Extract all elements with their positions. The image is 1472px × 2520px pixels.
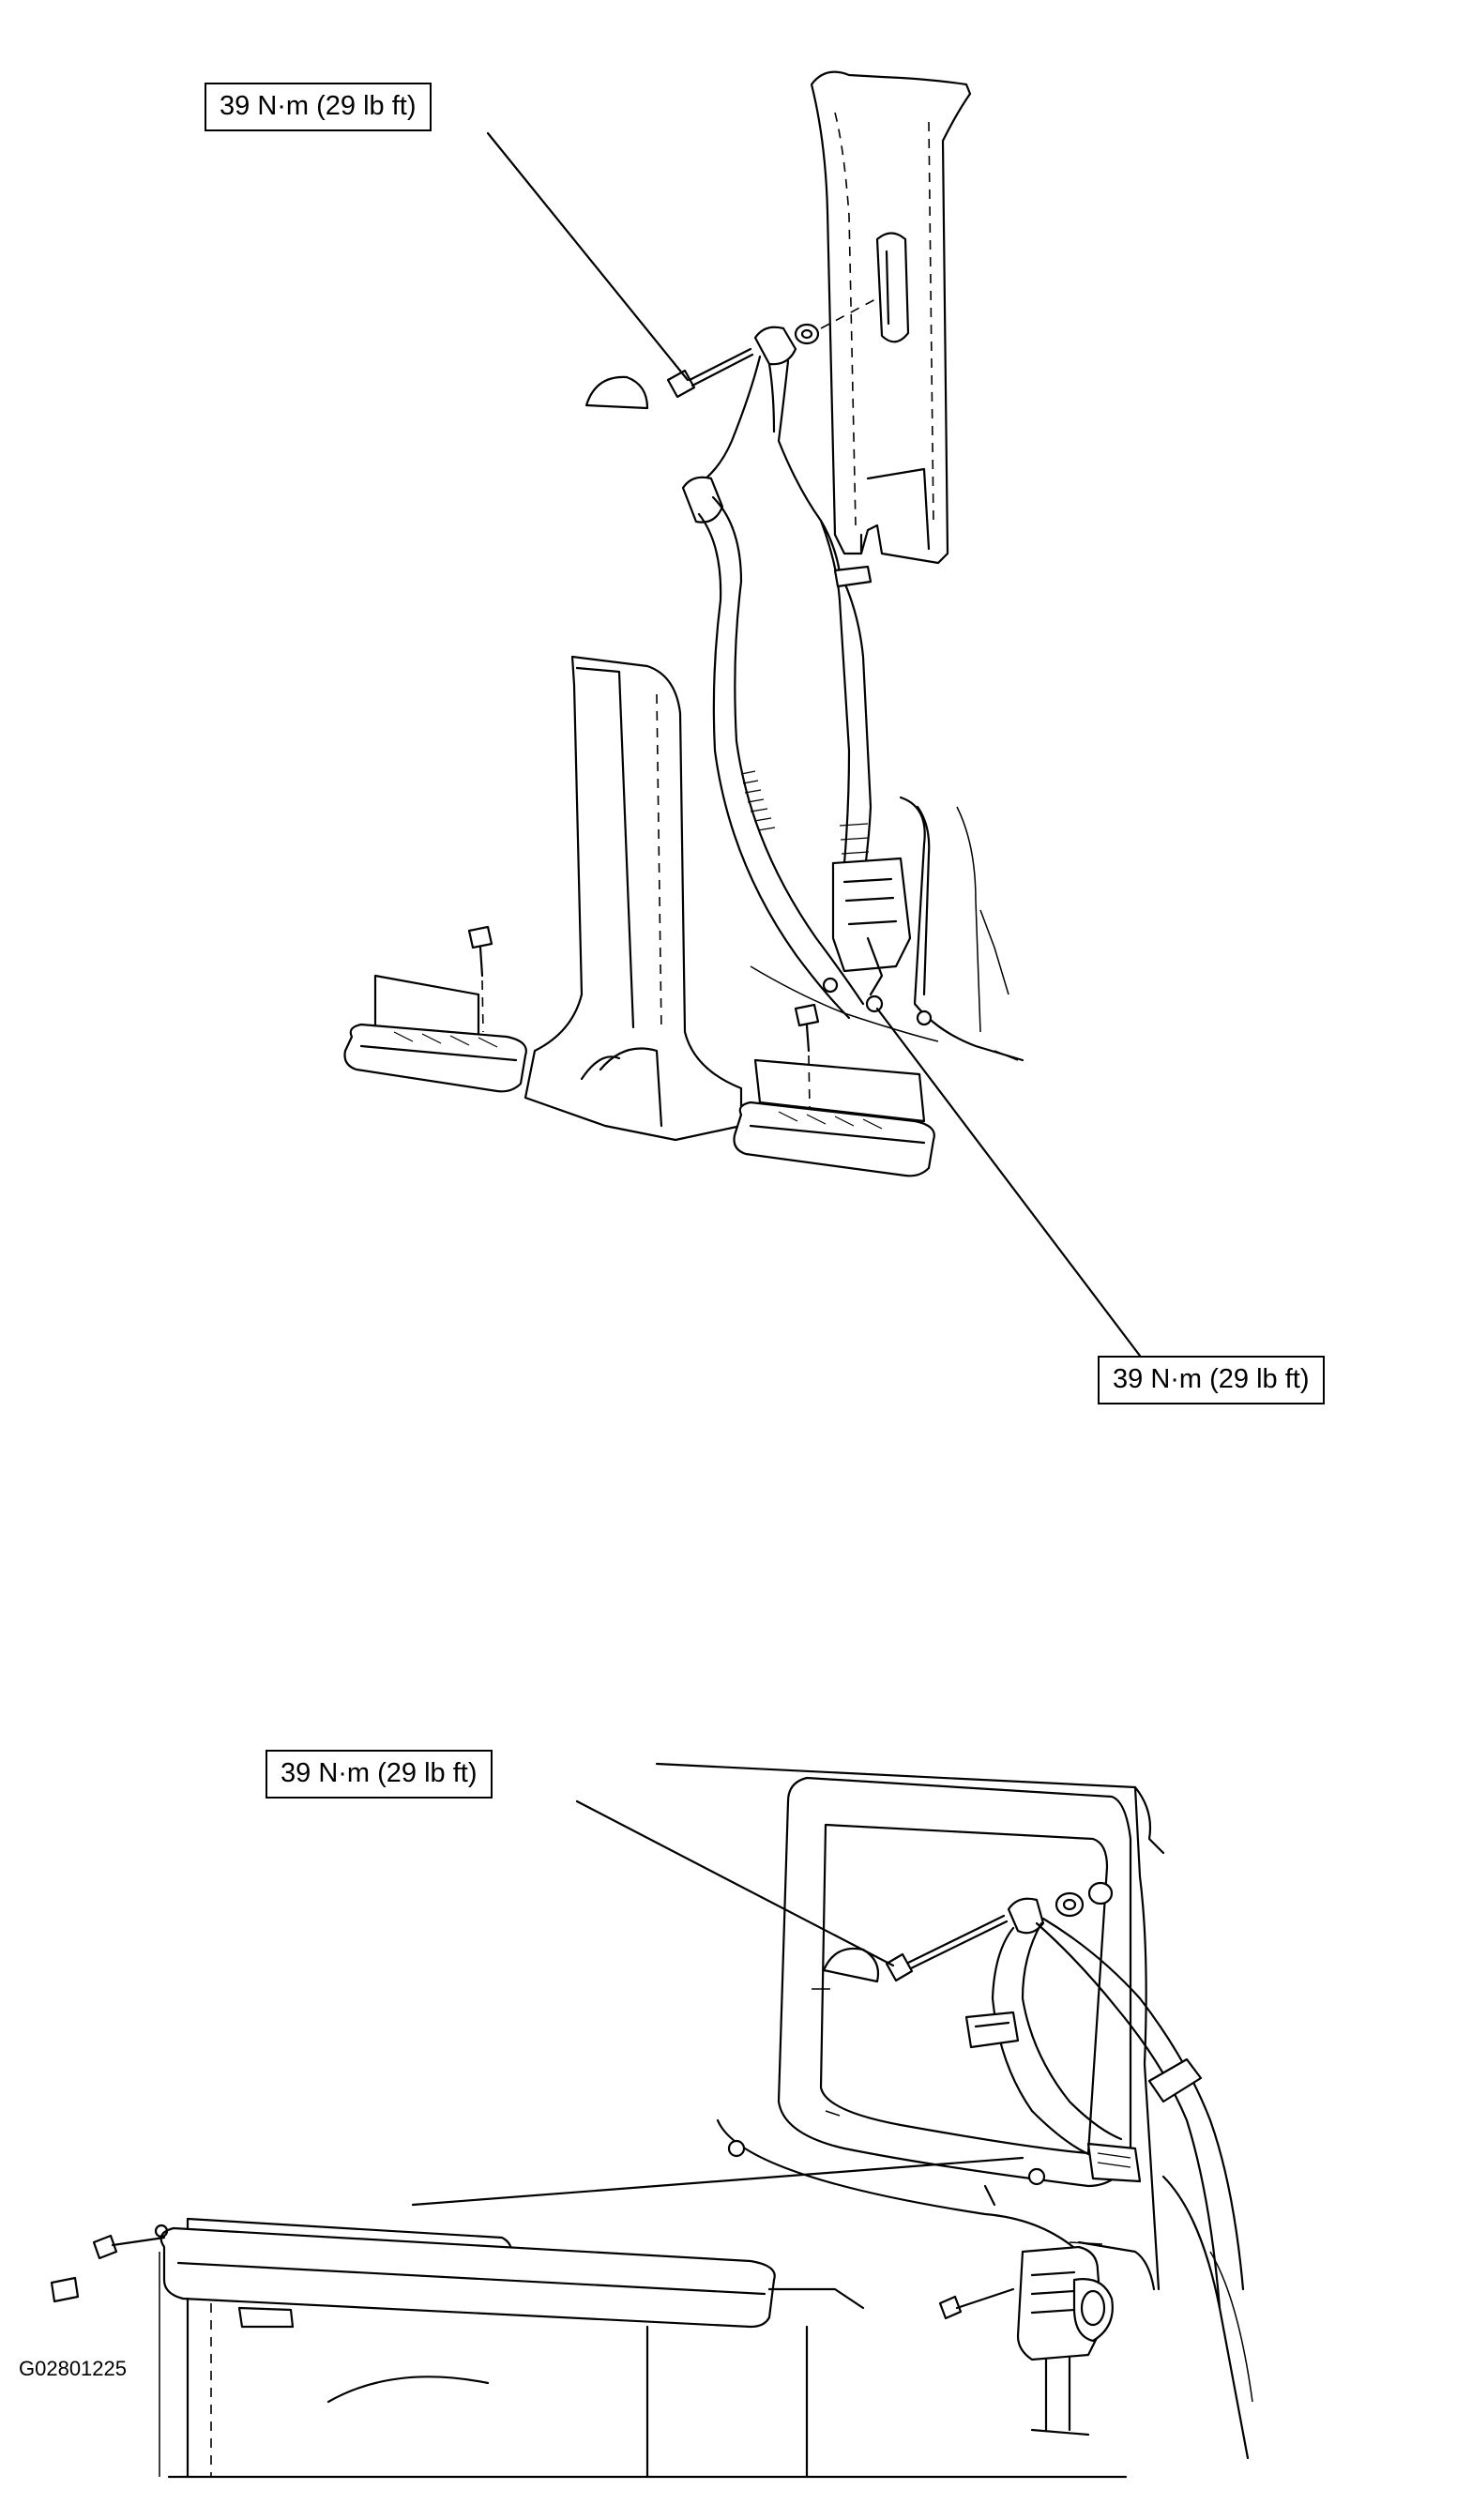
lower-pillar-trim <box>524 655 743 1142</box>
upper-pillar-trim <box>810 70 972 565</box>
torque-callout-lower: 39 N·m (29 lb ft) <box>266 1750 493 1799</box>
lower-illustration <box>50 1762 1253 2479</box>
torque-callout-upper-bottom: 39 N·m (29 lb ft) <box>1098 1356 1325 1404</box>
lower-retractor <box>938 2241 1114 2437</box>
figure-reference-code: G02801225 <box>19 2357 127 2380</box>
rear-trim-panel <box>159 2156 1128 2479</box>
upper-anchor-hardware <box>584 297 878 410</box>
push-pin-cap-icon <box>50 2276 80 2303</box>
retractor-bolt-icon <box>938 2287 1015 2320</box>
lower-seat-belt-webbing <box>964 1917 1245 2310</box>
sill-screw-icon <box>467 925 493 1033</box>
rear-quarter-window <box>777 1776 1132 2188</box>
upper-illustration <box>343 70 1142 1358</box>
anchor-bolt-icon <box>666 347 754 399</box>
lower-anchor-hardware <box>822 1881 1114 1983</box>
trim-fastener <box>50 2224 169 2477</box>
right-sill-plate <box>733 1003 935 1177</box>
torque-callout-upper-top: 39 N·m (29 lb ft) <box>205 83 432 131</box>
anchor-cover-icon <box>584 375 649 410</box>
anchor-bolt-icon <box>885 1914 1009 1982</box>
trim-screw-icon <box>92 2234 118 2260</box>
upper-seat-belt-webbing <box>681 355 873 1020</box>
upper-retractor <box>831 857 912 1013</box>
sill-screw-icon <box>794 1003 820 1108</box>
upper-body-side <box>750 796 1024 1062</box>
left-sill-plate <box>343 925 527 1093</box>
